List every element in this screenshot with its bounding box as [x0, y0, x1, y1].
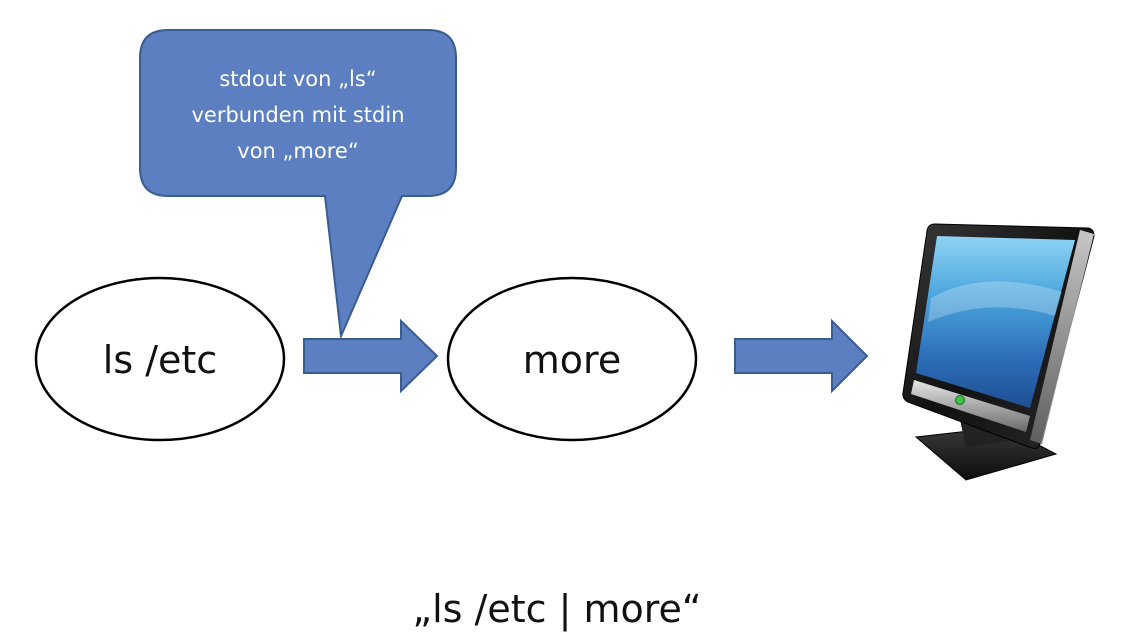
monitor-power-led [955, 395, 965, 405]
node-more: more [446, 276, 698, 442]
node-more-ellipse [446, 276, 698, 442]
arrow-ls-to-more [303, 318, 439, 394]
callout-line-1: stdout von „ls“ [219, 67, 376, 91]
monitor-screen-wave [928, 281, 1062, 322]
node-more-label: more [523, 338, 621, 382]
callout: stdout von „ls“ verbunden mit stdin von … [139, 29, 457, 340]
monitor-screen [916, 236, 1075, 408]
monitor-bottom-strip [911, 380, 1030, 432]
caption: „ls /etc | more“ [412, 587, 701, 632]
monitor-side-edge [1030, 230, 1094, 444]
node-ls-etc-ellipse [34, 276, 286, 442]
node-ls-etc-label: ls /etc [103, 338, 217, 382]
callout-line-3: von „more“ [237, 139, 358, 163]
node-ls-etc: ls /etc [34, 276, 286, 442]
callout-line-2: verbunden mit stdin [191, 103, 404, 127]
arrow-more-to-monitor [734, 318, 869, 394]
callout-bubble [139, 29, 457, 340]
monitor-icon [902, 223, 1095, 481]
